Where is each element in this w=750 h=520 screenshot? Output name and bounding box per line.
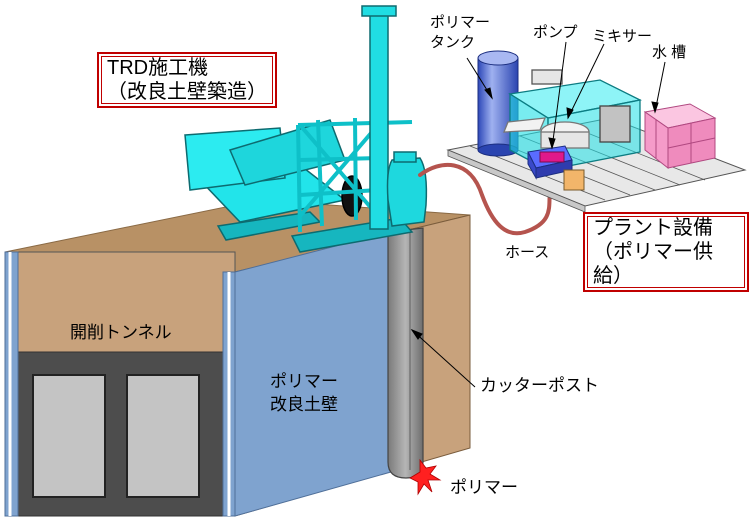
plant-facility bbox=[446, 50, 747, 213]
pump-unit bbox=[527, 145, 585, 191]
pump-label: ポンプ bbox=[533, 24, 578, 41]
wall-label-2: 改良土壁 bbox=[270, 395, 338, 414]
plant-label-box: プラント設備 （ポリマー供給） bbox=[583, 212, 749, 292]
polymer-label: ポリマー bbox=[450, 478, 518, 497]
tunnel-label: 開削トンネル bbox=[70, 323, 172, 342]
wall-label-1: ポリマー bbox=[270, 372, 338, 391]
trd-machine bbox=[184, 5, 428, 253]
leader-lines bbox=[410, 41, 666, 388]
tunnel-window-right bbox=[126, 374, 200, 498]
plant-title: プラント設備 bbox=[593, 217, 713, 239]
cutter-drive-head bbox=[386, 157, 428, 227]
trd-machine-subtitle: （改良土壁築造） bbox=[107, 81, 267, 103]
hose-label: ホース bbox=[505, 244, 550, 261]
polymer-tank-label-1: ポリマー bbox=[430, 14, 491, 31]
plant-subtitle: （ポリマー供給） bbox=[593, 241, 713, 287]
ground-block bbox=[4, 199, 471, 517]
polymer-burst-icon bbox=[409, 458, 442, 496]
cutter-post bbox=[387, 227, 424, 479]
mixer-label: ミキサー bbox=[592, 28, 653, 45]
water-tank bbox=[643, 103, 717, 170]
cutter-post-label: カッターポスト bbox=[480, 376, 599, 395]
leader-mast bbox=[369, 13, 389, 230]
trd-machine-title: TRD施工機 bbox=[107, 57, 209, 79]
tunnel-window-left bbox=[32, 374, 106, 498]
water-tank-label: 水 槽 bbox=[652, 44, 687, 61]
polymer-tank-label-2: タンク bbox=[430, 34, 476, 51]
mixer-unit bbox=[503, 69, 642, 172]
trd-machine-label-box: TRD施工機 （改良土壁築造） bbox=[97, 52, 277, 108]
